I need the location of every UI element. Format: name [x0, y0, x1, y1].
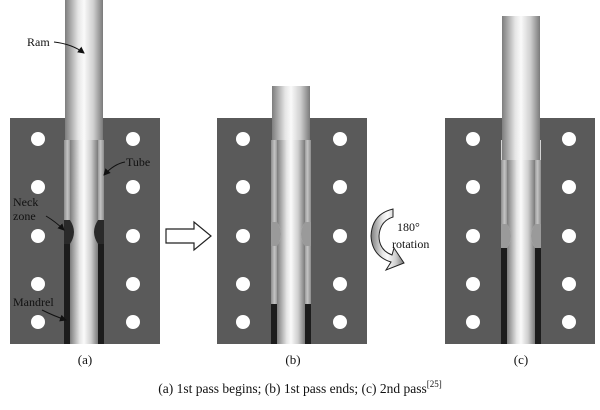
- mandrel: [277, 140, 305, 344]
- neck-zone-label: Neck: [13, 195, 38, 209]
- panel-label-a: (a): [78, 352, 92, 367]
- die-holes: [31, 132, 140, 329]
- ram-arrow: [53, 41, 85, 54]
- tube: [97, 140, 104, 220]
- mandrel-gap: [305, 304, 311, 344]
- ram-label: Ram: [27, 35, 50, 49]
- panel-label-b: (b): [285, 352, 300, 367]
- neck-arrow: [45, 215, 65, 231]
- mandrel-gap: [64, 244, 70, 344]
- tube-arrow: [103, 161, 126, 176]
- panel-label-c: (c): [514, 352, 528, 367]
- panel-b: (b): [217, 86, 367, 367]
- neck-zone: [271, 222, 311, 246]
- panel-c: (c): [445, 16, 595, 367]
- mandrel-gap: [535, 160, 541, 344]
- die-holes: [466, 132, 576, 329]
- rotation-arrow-icon: [370, 208, 405, 272]
- mandrel: [70, 140, 98, 344]
- tube: [64, 140, 71, 220]
- panel-a: Ram Tube Neck zone Mandrel (a): [10, 0, 160, 367]
- caption-text: (a) 1st pass begins; (b) 1st pass ends; …: [158, 381, 427, 396]
- mandrel-label: Mandrel: [13, 295, 54, 309]
- ram: [65, 0, 103, 140]
- mandrel-gap: [271, 304, 277, 344]
- figure-caption: (a) 1st pass begins; (b) 1st pass ends; …: [0, 379, 600, 397]
- next-step-arrow: [165, 220, 212, 252]
- neck-zone: [64, 220, 104, 244]
- rotation-angle-label: 180°: [397, 220, 420, 234]
- rotation-label: rotation: [392, 237, 429, 251]
- mandrel-arrow: [41, 309, 67, 322]
- neck-zone: [501, 224, 541, 248]
- tube-label: Tube: [126, 155, 150, 169]
- rotation-indicator: 180° rotation: [370, 208, 429, 272]
- tube: [501, 160, 508, 230]
- tube: [534, 160, 541, 230]
- ram: [272, 86, 310, 140]
- mandrel: [507, 160, 535, 344]
- neck-zone-label: zone: [13, 209, 36, 223]
- caption-reference: [25]: [426, 379, 442, 389]
- die-holes: [236, 132, 347, 329]
- mandrel-gap: [98, 244, 104, 344]
- ram: [502, 16, 540, 160]
- mandrel-gap: [501, 160, 507, 344]
